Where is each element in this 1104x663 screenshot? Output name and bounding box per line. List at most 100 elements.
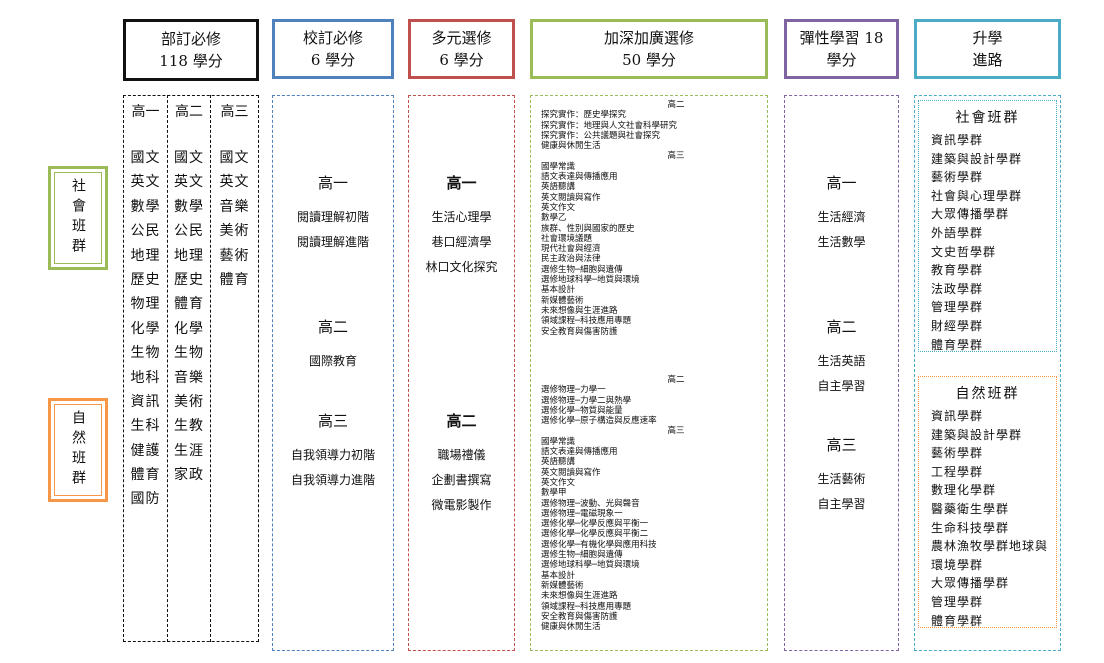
course-item: 自我領導力進階: [290, 473, 375, 487]
subject: 藝術: [219, 247, 250, 264]
subject: 國文: [130, 150, 161, 166]
course-item: 選修化學─有機化學與應用科技: [541, 539, 657, 550]
course-item: 數學乙: [541, 213, 567, 224]
pathway-item: 藝術學群: [931, 170, 984, 185]
level-label: 高二: [826, 318, 857, 336]
required-subject-list: 國文 英文 數學 公民 地理 歷史 體育 化學 生物 音樂 美術 生教 生涯 家…: [174, 146, 204, 487]
course-item: 安全教育與傷害防護: [541, 611, 618, 622]
required-subject-list: 國文 英文 音樂 美術 藝術 體育: [220, 146, 250, 292]
course-item: 新媒體藝術: [541, 580, 584, 591]
header-credits: 50 學分: [622, 51, 676, 69]
course-item: 自主學習: [817, 379, 866, 393]
course-item: 選修化學─化學反應與平衡一: [541, 519, 649, 530]
level-label: 高二: [667, 375, 685, 385]
group-science: 自然班群: [48, 398, 108, 502]
multi-elective-panel: [408, 95, 515, 651]
required-column-grade1: 高一 國文 英文 數學 公民 地理 歷史 物理 化學 生物 地科 資訊 生科 健…: [124, 100, 167, 512]
pathway-title: 自然班群: [955, 386, 1020, 402]
course-item: 語文表達與傳播應用: [541, 447, 618, 458]
course-item: 英文閱讀與寫作: [541, 192, 601, 203]
course-item: 巷口經濟學: [431, 235, 492, 249]
level-label: 高二: [446, 412, 477, 430]
header-pathways: 升學 進路: [914, 19, 1061, 79]
level-label: 高一: [317, 174, 348, 192]
course-item: 探究實作：地理與人文社會科學研究: [541, 120, 678, 131]
course-item: 選修地球科學─地質與環境: [541, 275, 640, 286]
header-title: 彈性學習 18: [799, 29, 884, 47]
pathway-item: 法政學群: [931, 281, 984, 296]
course-item: 選修地球科學─地質與環境: [541, 560, 640, 571]
pathway-item: 工程學群: [931, 464, 984, 479]
header-required: 部訂必修 118 學分: [123, 19, 259, 81]
course-item: 國學常識: [541, 161, 576, 172]
advanced-panel: [530, 95, 768, 651]
group-social: 社會班群: [48, 166, 108, 270]
header-multi-elective: 多元選修 6 學分: [408, 19, 515, 79]
subject: 化學: [130, 320, 161, 337]
subject: 物理: [130, 296, 161, 313]
subject: 公民: [130, 223, 161, 240]
course-item: 健康與休閒生活: [541, 622, 601, 633]
pathway-item: 體育學群: [931, 613, 984, 628]
pathway-item: 管理學群: [931, 300, 984, 315]
level-label: 高二: [317, 318, 348, 336]
course-item: 生活心理學: [431, 210, 492, 224]
subject: 地科: [130, 369, 161, 386]
level-label: 高三: [826, 436, 857, 454]
subject: 公民: [174, 223, 204, 240]
group-social-label: 社會班群: [70, 178, 86, 258]
required-level: 高一: [131, 104, 160, 120]
pathway-item: 生命科技學群: [931, 520, 1010, 535]
course-item: 領域課程─科技應用專題: [541, 316, 632, 327]
required-panel: [123, 95, 259, 642]
course-item: 健康與休閒生活: [541, 141, 601, 152]
school-required-block-grade2: 高二 國際教育: [272, 316, 394, 374]
header-title: 校訂必修: [302, 29, 363, 47]
subject: 數學: [174, 198, 204, 215]
pathway-item: 醫藥衛生學群: [931, 501, 1010, 516]
course-item: 生活藝術: [817, 472, 866, 486]
course-item: 選修物理─力學二與熱學: [541, 395, 632, 406]
pathway-item: 財經學群: [931, 318, 984, 333]
course-item: 自我領導力初階: [290, 448, 375, 462]
course-item: 選修物理─波動、光與聲音: [541, 498, 640, 509]
required-column-grade2: 高二 國文 英文 數學 公民 地理 歷史 體育 化學 生物 音樂 美術 生教 生…: [168, 100, 210, 487]
course-item: 選修化學─化學反應與平衡二: [541, 529, 649, 540]
subject: 國防: [130, 491, 161, 508]
subject: 化學: [174, 320, 204, 337]
pathway-item: 外語學群: [931, 225, 984, 240]
subject: 地理: [130, 247, 161, 264]
header-school-required: 校訂必修 6 學分: [272, 19, 394, 79]
subject: 英文: [219, 174, 250, 191]
subject: 資訊: [130, 393, 161, 410]
required-level: 高二: [175, 104, 203, 120]
course-item: 國際教育: [308, 354, 357, 368]
subject: 體育: [174, 296, 204, 313]
header-title: 加深加廣選修: [603, 29, 694, 47]
course-item: 選修化學─物質與能量: [541, 405, 623, 416]
required-divider-1: [167, 95, 168, 642]
subject: 地理: [174, 247, 204, 264]
subject: 國文: [174, 150, 204, 166]
required-column-grade3: 高三 國文 英文 音樂 美術 藝術 體育: [211, 100, 258, 292]
header-credits: 進路: [972, 51, 1003, 69]
course-item: 閱讀理解初階: [296, 210, 369, 224]
course-item: 英語聽講: [541, 457, 576, 468]
required-level: 高三: [220, 104, 249, 120]
course-item: 安全教育與傷害防護: [541, 326, 618, 337]
pathway-item: 建築與設計學群: [931, 151, 1023, 166]
course-item: 英文作文: [541, 202, 576, 213]
flexible-block-grade1: 高一 生活經濟 生活數學: [784, 172, 899, 255]
course-item: 選修化學─原子構造與反應速率: [541, 416, 657, 427]
pathway-social: 社會班群 資訊學群 建築與設計學群 藝術學群 社會與心理學群 大眾傳播學群 外語…: [918, 100, 1057, 352]
course-item: 探究實作：歷史學探究: [541, 110, 627, 121]
pathway-item: 農林漁牧學群地球與: [931, 539, 1049, 554]
course-item: 基本設計: [541, 285, 576, 296]
level-label: 高三: [317, 412, 348, 430]
subject: 國文: [219, 150, 250, 166]
required-subject-list: 國文 英文 數學 公民 地理 歷史 物理 化學 生物 地科 資訊 生科 健護 體…: [131, 146, 161, 512]
pathway-item: 環境學群: [931, 557, 984, 572]
course-item: 族群、性別與國家的歷史: [541, 223, 635, 234]
pathway-item: 教育學群: [931, 263, 984, 278]
course-item: 選修生物─細胞與遺傳: [541, 264, 623, 275]
